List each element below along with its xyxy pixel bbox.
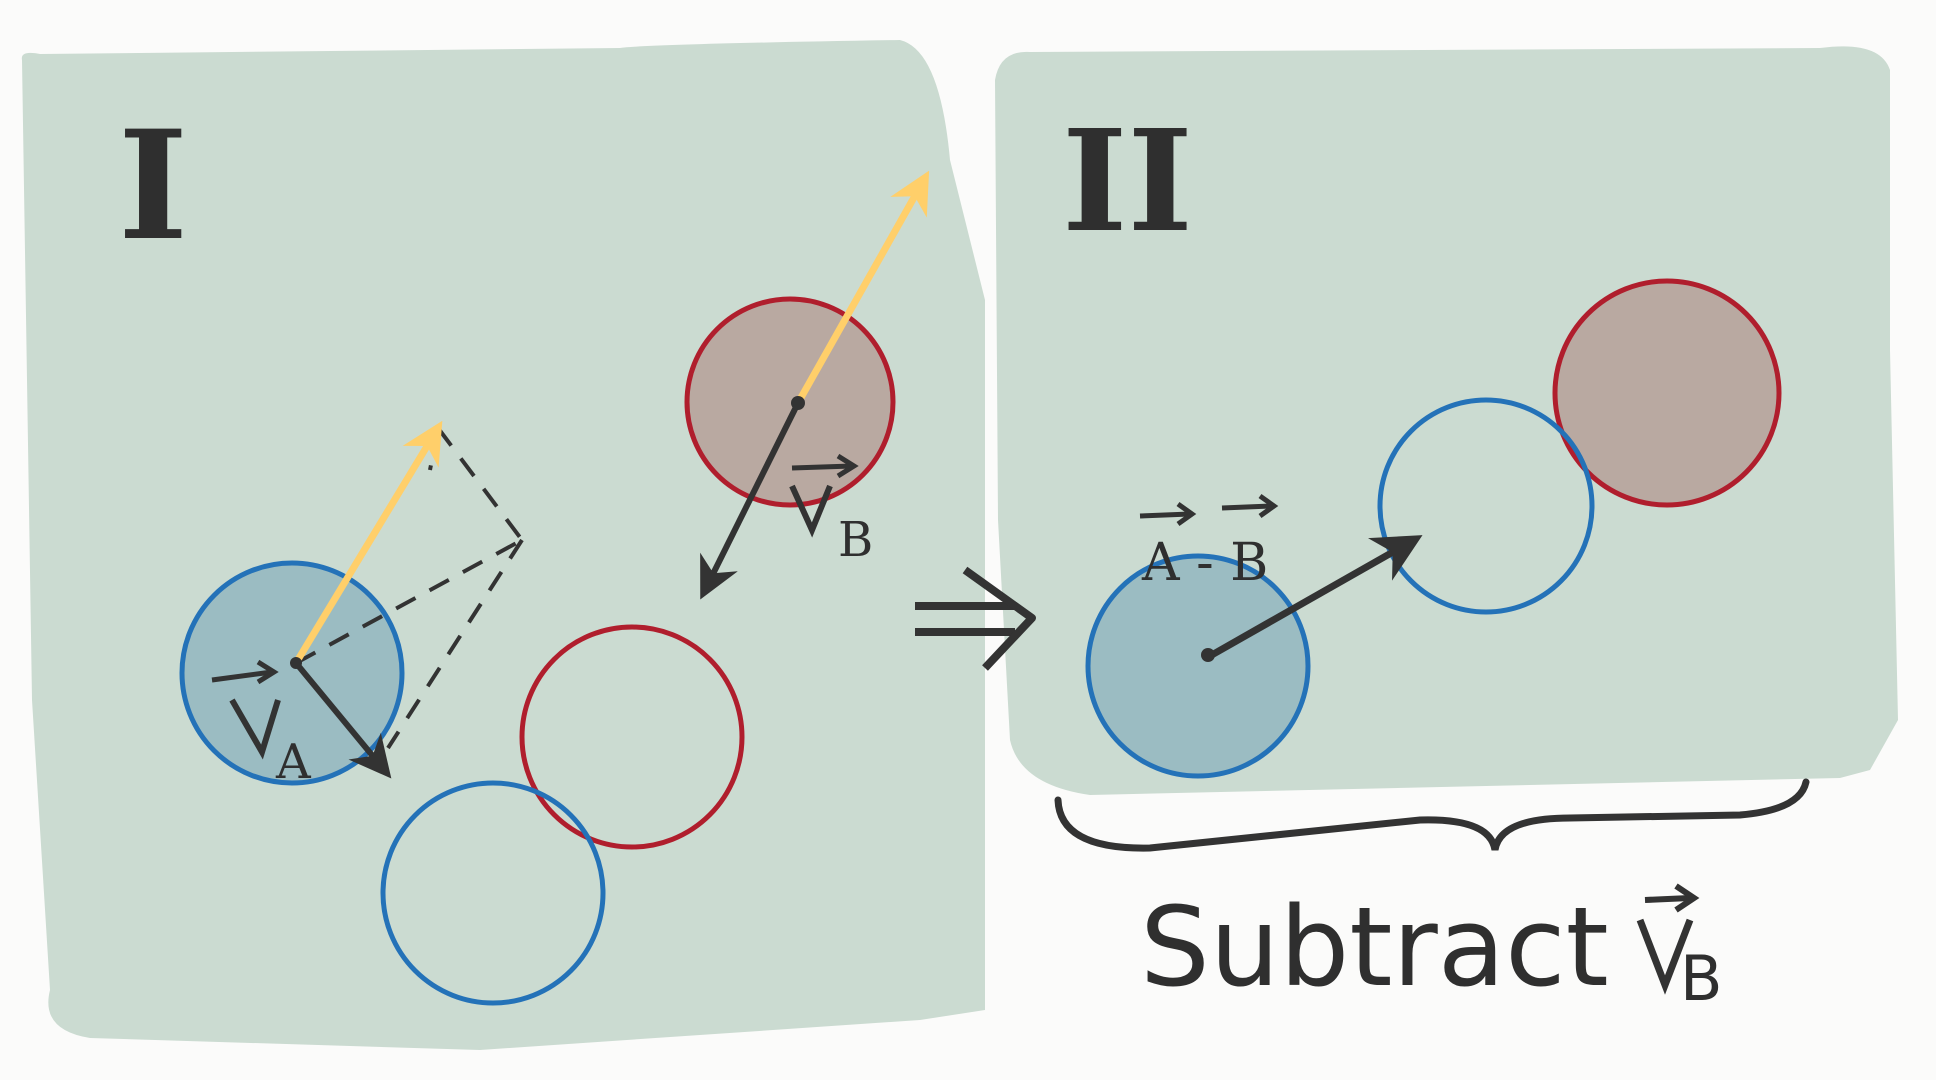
dashed-diagonal	[386, 538, 524, 750]
label-vb: B	[789, 453, 873, 568]
circle-a-outline	[380, 780, 606, 1006]
vector-vb	[700, 401, 801, 600]
label-va: A	[211, 659, 312, 790]
panel-i-label: I	[118, 98, 188, 274]
relative-vector	[1208, 535, 1423, 660]
caption-vector-symbol: B	[1636, 883, 1723, 1015]
caption-text: Subtract	[1140, 883, 1609, 1011]
svg-text:A: A	[275, 734, 312, 790]
circle-a-center	[290, 657, 302, 669]
circle-a-filled-ii	[1085, 553, 1311, 779]
resultant-arrow-b	[794, 170, 930, 405]
resultant-arrow-a	[293, 420, 443, 665]
circle-b-filled	[684, 296, 896, 508]
transition-arrow-icon	[915, 566, 1036, 671]
circle-b-center	[791, 396, 805, 410]
label-va-minus-vb: A - B	[1139, 493, 1279, 593]
circle-b-outline	[519, 624, 745, 850]
panel-i-background	[21, 40, 986, 1050]
svg-text:B: B	[1680, 942, 1723, 1015]
circle-a-outline-ii	[1377, 397, 1595, 615]
panel-ii-label: II	[1062, 100, 1193, 264]
svg-text:B: B	[838, 512, 873, 568]
curly-brace-icon	[1054, 778, 1810, 852]
svg-text:A - B: A - B	[1141, 533, 1268, 593]
circle-a-center-ii	[1201, 648, 1215, 662]
circle-b-filled-ii	[1552, 278, 1782, 508]
vector-va	[293, 661, 392, 779]
